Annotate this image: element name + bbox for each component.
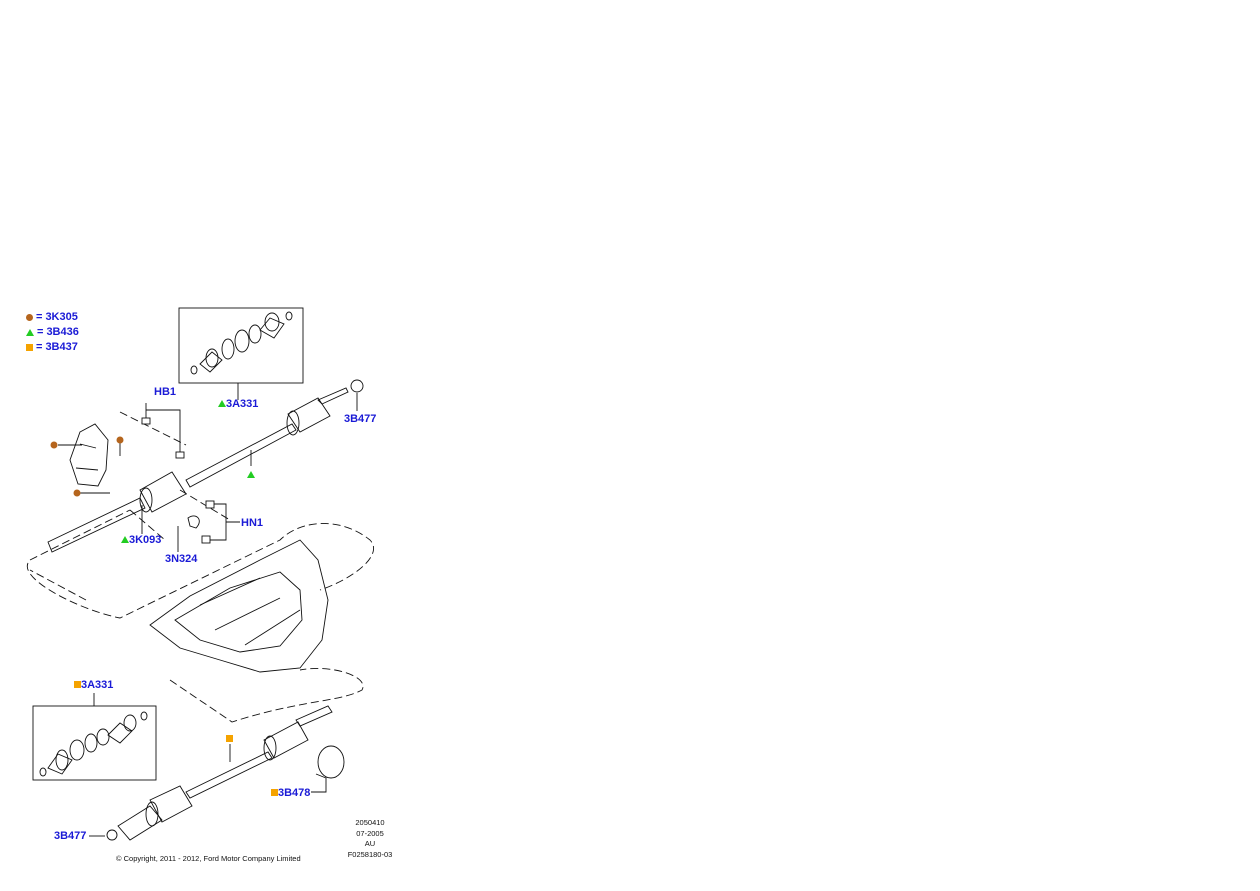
meta-line: 07-2005 [356, 828, 384, 838]
legend-eq: = [36, 341, 43, 353]
meta-line: AU [364, 839, 376, 848]
callout-3n324[interactable]: 3N324 [165, 553, 198, 565]
green-marker [247, 471, 255, 478]
callout-text: 3K093 [129, 534, 162, 546]
meta-line: F0258180-03 [347, 849, 393, 859]
legend-code: 3B437 [45, 341, 78, 353]
brown-marker [50, 441, 58, 449]
triangle-marker-icon [26, 329, 34, 336]
orange-marker [226, 735, 233, 742]
legend-code: 3B436 [46, 326, 79, 338]
callout-3a331-bottom[interactable]: 3A331 [74, 679, 113, 691]
callout-3b477-bottom[interactable]: 3B477 [54, 830, 87, 842]
triangle-marker-icon [121, 536, 129, 543]
callout-text: 3A331 [226, 398, 259, 410]
callout-hn1[interactable]: HN1 [241, 517, 264, 529]
legend-item: = 3K305 [26, 310, 79, 325]
nut-bottom [106, 829, 118, 841]
seal-ring [317, 745, 345, 779]
boot-kit-top-parts [190, 311, 293, 375]
legend: = 3K305 = 3B436 = 3B437 [26, 310, 79, 355]
square-marker-icon [26, 344, 33, 351]
mounting-outline [29, 411, 231, 601]
circle-marker-icon [26, 314, 33, 321]
callout-3b477-top[interactable]: 3B477 [344, 413, 377, 425]
callout-text: 3B478 [278, 787, 311, 799]
lower-halfshaft [117, 705, 333, 841]
brown-marker [73, 489, 81, 497]
legend-item: = 3B437 [26, 340, 79, 355]
legend-eq: = [37, 326, 44, 338]
square-marker-icon [74, 681, 81, 688]
brown-marker [116, 436, 124, 444]
triangle-marker-icon [218, 400, 226, 407]
boot-kit-box-top [178, 307, 304, 384]
upper-halfshaft [47, 387, 349, 553]
illustration-meta: 2050410 07-2005 AU F0258180-03 [340, 818, 400, 860]
transmission-housing [149, 539, 329, 673]
copyright-text: © Copyright, 2011 - 2012, Ford Motor Com… [116, 854, 301, 863]
callout-3a331-top[interactable]: 3A331 [218, 398, 258, 410]
square-marker-icon [271, 789, 278, 796]
legend-code: 3K305 [45, 311, 78, 323]
meta-line: 2050410 [355, 818, 385, 827]
callout-text: 3A331 [81, 679, 114, 691]
callout-hb1[interactable]: HB1 [154, 386, 177, 398]
legend-item: = 3B436 [26, 325, 79, 340]
boot-kit-bottom-parts [39, 711, 148, 777]
nut-top [350, 379, 364, 393]
bearing-bracket [69, 423, 109, 487]
callout-3k093[interactable]: 3K093 [121, 534, 161, 546]
boot-kit-box-bottom [32, 705, 157, 781]
callout-3b478[interactable]: 3B478 [271, 787, 310, 799]
legend-eq: = [36, 311, 43, 323]
